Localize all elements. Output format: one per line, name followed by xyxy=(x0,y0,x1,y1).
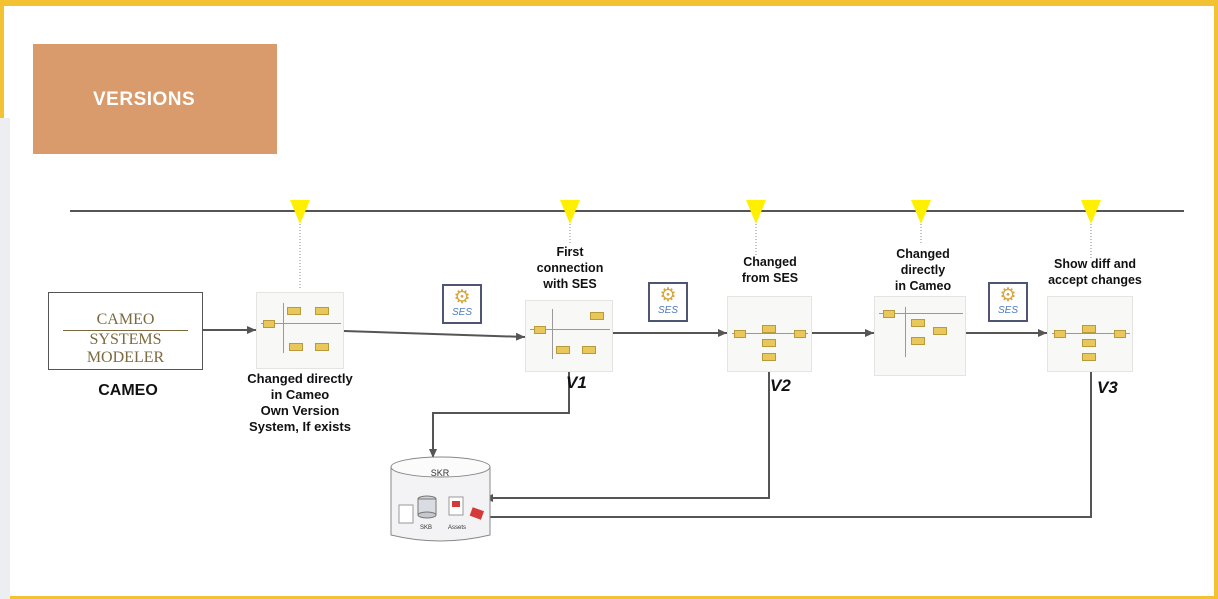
skr-right-label: Assets xyxy=(448,525,466,531)
timeline-marker-5 xyxy=(1081,200,1101,224)
step-note-4: Changed directly in Cameo xyxy=(894,247,952,293)
timeline-marker-2 xyxy=(560,200,580,224)
version-label-v2: V2 xyxy=(770,376,791,395)
skr-left-label: SKB xyxy=(420,525,432,531)
arrow-v1-to-skr xyxy=(429,372,570,458)
skr-title: SKR xyxy=(431,468,450,478)
model-thumbnail-2 xyxy=(525,300,613,372)
skr-repository: SKR SKB Assets xyxy=(390,456,491,542)
gears-icon: ⚙ xyxy=(999,285,1017,306)
arrow-v2-to-skr xyxy=(484,372,770,502)
gears-icon: ⚙ xyxy=(453,287,471,308)
step-note-1: Changed directly in Cameo Own Version Sy… xyxy=(247,371,353,434)
ses-icon-2: ⚙ SES xyxy=(648,282,688,322)
model-thumbnail-4 xyxy=(874,296,966,376)
title-box: VERSIONS xyxy=(33,44,277,154)
edge-shadow xyxy=(0,118,10,599)
timeline-marker-3 xyxy=(746,200,766,224)
step-note-5: Show diff and accept changes xyxy=(1048,257,1142,287)
model-thumbnail-5 xyxy=(1047,296,1133,372)
ses-icon-1: ⚙ SES xyxy=(442,284,482,324)
version-label-v3: V3 xyxy=(1097,378,1118,397)
step-note-3: Changed from SES xyxy=(741,255,799,285)
ses-icon-label: SES xyxy=(997,305,1018,316)
model-thumbnail-1 xyxy=(256,292,344,369)
model-thumbnail-3 xyxy=(727,296,812,372)
cameo-logo: CAMEO SYSTEMS MODELER xyxy=(48,292,203,370)
cameo-logo-line1: CAMEO xyxy=(96,311,155,328)
cameo-logo-line2: SYSTEMS MODELER xyxy=(63,330,188,367)
arrow-v3-to-skr xyxy=(477,372,1092,521)
arrow-step1-to-v1 xyxy=(343,330,526,341)
ses-icon-label: SES xyxy=(451,307,472,318)
step-note-2: First connection with SES xyxy=(536,245,604,291)
ses-icon-label: SES xyxy=(657,305,678,316)
gears-icon: ⚙ xyxy=(659,285,677,306)
version-label-v1: V1 xyxy=(566,373,587,392)
database-icon xyxy=(390,456,491,542)
ses-icon-3: ⚙ SES xyxy=(988,282,1028,322)
timeline-marker-1 xyxy=(290,200,310,224)
cameo-label: CAMEO xyxy=(98,382,158,399)
slide-title: VERSIONS xyxy=(93,89,196,110)
timeline-marker-4 xyxy=(911,200,931,224)
